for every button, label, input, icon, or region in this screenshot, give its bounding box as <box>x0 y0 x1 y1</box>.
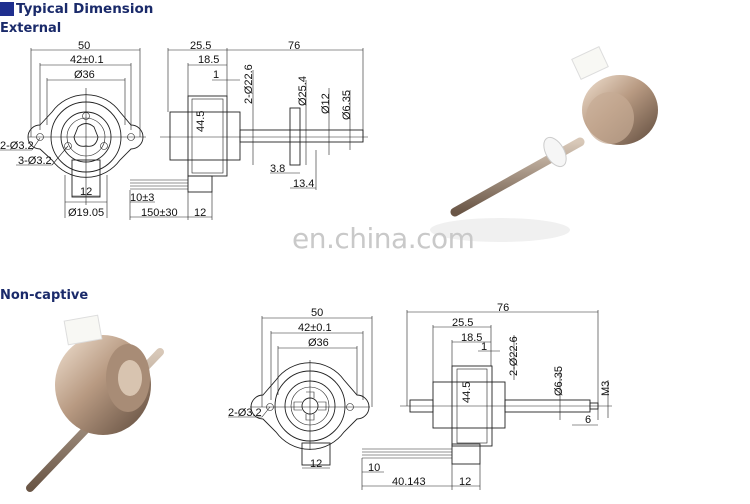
ext-dim-boss: Ø19.05 <box>68 207 104 219</box>
nc-dim-25-5: 25.5 <box>452 317 473 329</box>
ext-dim-50: 50 <box>78 40 90 52</box>
nc-dim-22-6: 2-Ø22.6 <box>508 336 520 376</box>
nc-dim-wire-strip: 10 <box>368 462 380 474</box>
noncaptive-label: Non-captive <box>0 288 89 303</box>
ext-dim-22-6: 2-Ø22.6 <box>243 64 255 104</box>
nc-dim-1: 1 <box>481 341 487 353</box>
heading-title: Typical Dimension <box>16 1 154 17</box>
ext-dim-36: Ø36 <box>74 69 95 81</box>
ext-dim-wire-strip: 10±3 <box>130 192 154 204</box>
ext-dim-44-5: 44.5 <box>195 111 207 132</box>
nc-dim-44-5: 44.5 <box>461 382 473 403</box>
nc-dim-6: 6 <box>585 414 591 426</box>
heading-square-icon <box>0 2 14 16</box>
ext-dim-18-5: 18.5 <box>198 54 219 66</box>
external-label: External <box>0 21 62 36</box>
ext-dim-wire-length: 150±30 <box>141 207 178 219</box>
ext-dim-12: Ø12 <box>320 93 332 114</box>
ext-dim-42: 42±0.1 <box>70 54 104 66</box>
ext-dim-3-8: 3.8 <box>270 163 285 175</box>
ext-dim-holes3: 3-Ø3.2 <box>18 155 52 167</box>
ext-dim-tab-12: 12 <box>194 207 206 219</box>
nc-dim-76: 76 <box>497 302 509 314</box>
nc-dim-tab: 12 <box>310 458 322 470</box>
ext-dim-25-4: Ø25.4 <box>297 76 309 106</box>
external-side-view: 25.5 76 18.5 1 2-Ø22.6 44.5 Ø25.4 Ø12 Ø6… <box>129 40 368 220</box>
nc-dim-tab-12: 12 <box>459 476 471 488</box>
watermark: en.china.com <box>292 222 475 255</box>
noncaptive-motor-photo <box>26 314 164 492</box>
ext-dim-tab: 12 <box>80 186 92 198</box>
noncaptive-side-view: 76 25.5 18.5 1 2-Ø22.6 44.5 Ø6.35 M3 6 1… <box>361 302 612 490</box>
ext-dim-6-35: Ø6.35 <box>341 90 353 120</box>
section-heading: Typical Dimension <box>0 1 153 17</box>
external-motor-photo <box>430 46 658 242</box>
ext-dim-1: 1 <box>213 69 219 81</box>
external-front-view: 50 42±0.1 Ø36 2-Ø3.2 3-Ø3.2 12 Ø19.05 <box>0 40 146 219</box>
ext-dim-76: 76 <box>288 40 300 52</box>
nc-dim-holes2: 2-Ø3.2 <box>228 407 262 419</box>
nc-dim-m3: M3 <box>600 381 612 396</box>
nc-dim-18-5: 18.5 <box>461 332 482 344</box>
nc-dim-50: 50 <box>311 307 323 319</box>
nc-dim-36: Ø36 <box>308 337 329 349</box>
noncaptive-front-view: 50 42±0.1 Ø36 2-Ø3.2 12 <box>228 307 373 470</box>
nc-dim-wire-length: 40.143 <box>392 476 426 488</box>
nc-dim-42: 42±0.1 <box>298 322 332 334</box>
ext-dim-13-4: 13.4 <box>293 178 314 190</box>
ext-dim-holes2: 2-Ø3.2 <box>0 140 34 152</box>
ext-dim-25-5: 25.5 <box>190 40 211 52</box>
nc-dim-6-35: Ø6.35 <box>553 366 565 396</box>
